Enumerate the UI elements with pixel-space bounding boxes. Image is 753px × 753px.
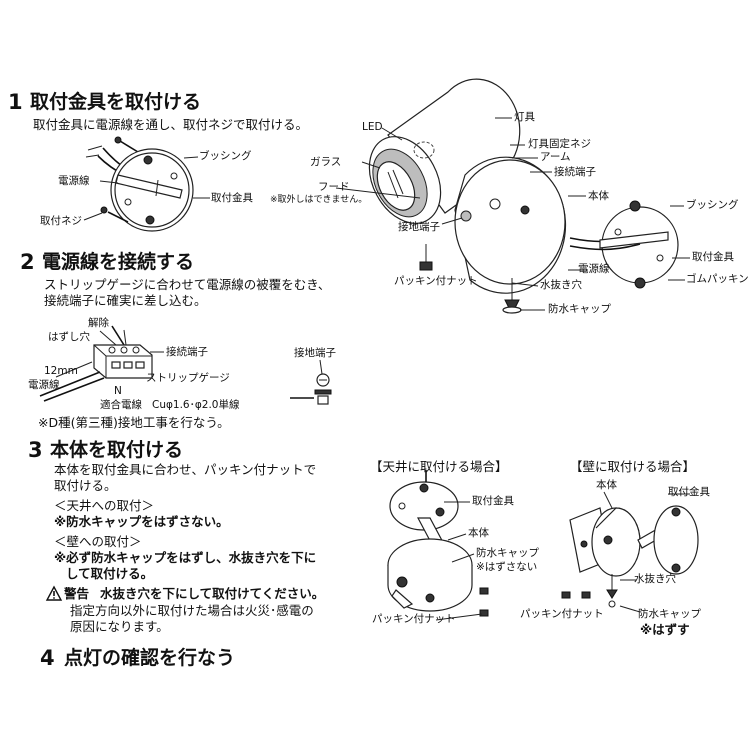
ceiling-bracket-label: 取付金具: [472, 495, 514, 507]
ground-terminal-label: 接地端子: [398, 221, 440, 233]
step2-ground-terminal-label: 接地端子: [294, 347, 336, 359]
waterproof-cap-label: 防水キャップ: [548, 303, 611, 315]
rubber-packing-label: ゴムパッキン: [686, 273, 749, 285]
step3-title: 本体を取付ける: [50, 439, 184, 461]
exploded-bracket-label: 取付金具: [692, 251, 734, 263]
wall-heading: ＜壁への取付＞: [54, 534, 142, 549]
warning-triangle-icon: [45, 585, 63, 601]
step3-number: 3: [28, 438, 43, 462]
glass-label: ガラス: [310, 156, 342, 168]
ceiling-heading: ＜天井への取付＞: [54, 498, 155, 513]
body-label: 本体: [588, 190, 609, 202]
wire-spec-label: 適合電線: [100, 399, 142, 411]
ceiling-cap-note: ※はずさない: [476, 561, 538, 573]
step1-screw-label: 取付ネジ: [40, 215, 82, 227]
arm-label: アーム: [540, 151, 571, 163]
wall-body-label: 本体: [596, 479, 617, 491]
step3-body-line1: 本体を取付金具に合わせ、パッキン付ナットで: [54, 462, 317, 477]
drain-hole-label: 水抜き穴: [540, 279, 582, 291]
warning-text: 水抜き穴を下にして取付けてください。: [100, 586, 325, 601]
warning-label: 警告: [64, 586, 90, 601]
wall-fig-heading: 【壁に取付ける場合】: [570, 459, 696, 474]
fixing-screw-label: 灯具固定ネジ: [528, 138, 591, 150]
step2-title: 電源線を接続する: [42, 251, 195, 273]
step1-bushing-label: ブッシング: [199, 150, 252, 162]
ceiling-nut-label: パッキン付ナット: [372, 613, 456, 625]
wall-note-line1: ※必ず防水キャップをはずし、水抜き穴を下に: [54, 550, 317, 565]
step2-note: ※D種(第三種)接地工事を行なう。: [38, 415, 230, 430]
length-label: 12mm: [44, 365, 78, 377]
step2-body-line2: 接続端子に確実に差し込む。: [44, 293, 207, 308]
release-hole-label: はずし穴: [48, 331, 90, 343]
step2-body-line1: ストリップゲージに合わせて電源線の被覆をむき、: [44, 277, 331, 292]
step3-body-line2: 取付ける。: [54, 478, 117, 493]
ceiling-note: ※防水キャップをはずさない。: [54, 514, 229, 529]
step2-power-wire-label: 電源線: [28, 379, 60, 391]
wall-nut-label: パッキン付ナット: [520, 608, 604, 620]
exploded-bushing-label: ブッシング: [686, 199, 739, 211]
wall-bracket-label: 取付金具: [668, 486, 710, 498]
step1-title: 取付金具を取付ける: [30, 91, 202, 113]
exploded-power-wire-label: 電源線: [578, 263, 610, 275]
exploded-packing-nut-label: パッキン付ナット: [394, 275, 478, 287]
step1-number: 1: [8, 90, 23, 114]
hood-note: ※取外しはできません。: [270, 195, 368, 205]
wire-spec: Cuφ1.6･φ2.0単線: [152, 399, 240, 411]
step2-terminal-label: 接続端子: [166, 346, 208, 358]
ceiling-fig-heading: 【天井に取付ける場合】: [370, 459, 508, 474]
hood-label: フード: [318, 181, 350, 193]
step1-bracket-label: 取付金具: [211, 192, 253, 204]
wall-drain-label: 水抜き穴: [634, 573, 676, 585]
led-label: LED: [362, 121, 383, 133]
wall-cap-note: ※はずす: [640, 622, 690, 637]
strip-gauge-label: ストリップゲージ: [146, 372, 230, 384]
warning-body-line2: 原因になります。: [70, 619, 169, 634]
wall-note-line2: して取付ける。: [66, 566, 154, 581]
ceiling-body-label: 本体: [468, 527, 489, 539]
warning-body-line1: 指定方向以外に取付けた場合は火災･感電の: [70, 603, 314, 618]
step1-body: 取付金具に電源線を通し、取付ネジで取付ける。: [33, 117, 309, 132]
step2-number: 2: [20, 250, 35, 274]
release-label: 解除: [88, 317, 109, 329]
step1-power-wire-label: 電源線: [58, 175, 90, 187]
wall-cap-label: 防水キャップ: [638, 608, 701, 620]
step4-number: 4: [40, 646, 55, 670]
ceiling-cap-label: 防水キャップ: [476, 547, 539, 559]
lamp-label: 灯具: [514, 111, 535, 123]
n-mark: N: [114, 385, 122, 397]
step4-title: 点灯の確認を行なう: [64, 647, 236, 669]
terminal-label: 接続端子: [554, 166, 596, 178]
